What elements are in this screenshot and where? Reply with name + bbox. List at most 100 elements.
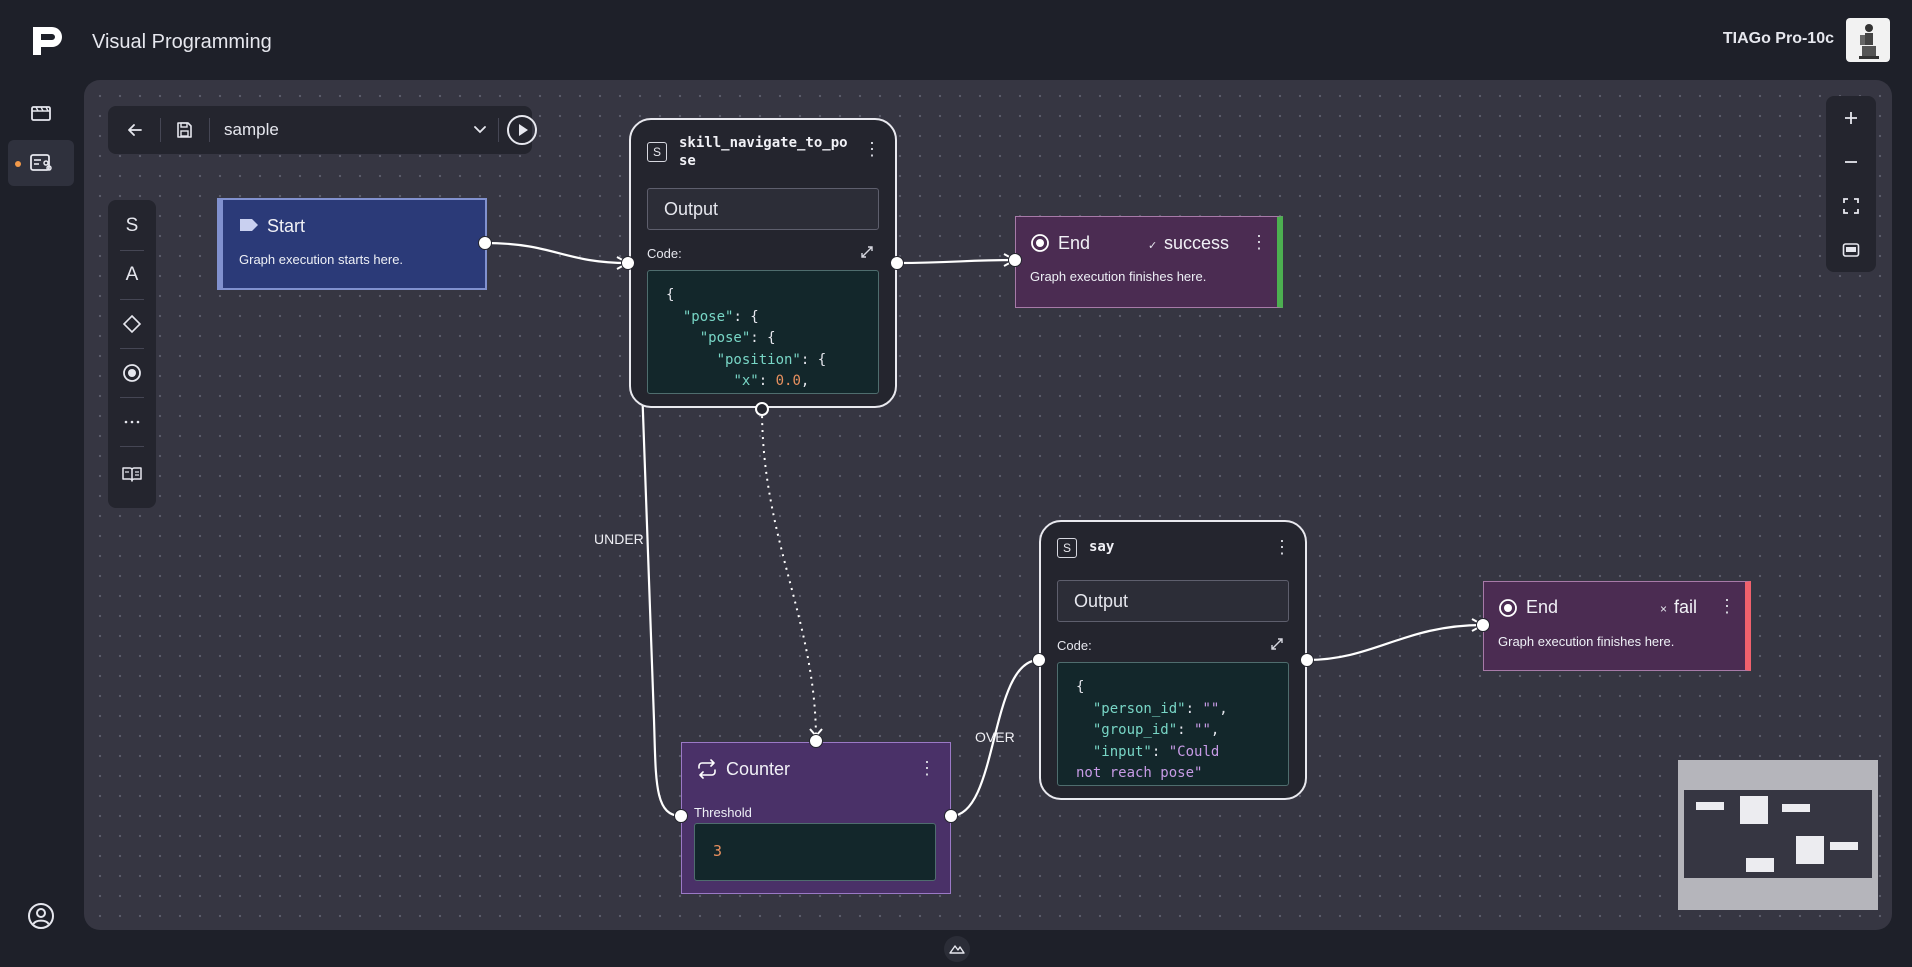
- skill-navigate-title: skill_navigate_to_po se: [679, 134, 848, 170]
- kebab-icon[interactable]: ⋮: [918, 758, 936, 778]
- start-node-title: Start: [267, 216, 306, 236]
- nav-item-visual-programming[interactable]: [8, 140, 74, 186]
- code-label: Code:: [1057, 638, 1092, 653]
- palette-skill[interactable]: S: [108, 202, 156, 250]
- graph-select[interactable]: sample: [224, 106, 474, 154]
- skill-say-node[interactable]: S say ⋮ Output Code: { "person_id": "", …: [1039, 520, 1307, 800]
- node-palette: S A: [108, 200, 156, 508]
- code-line: "position": {: [716, 351, 827, 368]
- end-fail-title: End: [1526, 597, 1559, 617]
- logo-icon[interactable]: [30, 24, 64, 58]
- robot-avatar[interactable]: [1846, 18, 1890, 62]
- minimap-node: [1696, 802, 1724, 810]
- expand-icon[interactable]: [1269, 636, 1285, 652]
- loop-icon: [698, 759, 716, 779]
- end-success-node[interactable]: End ✓ success ⋮ Graph execution finishes…: [1015, 216, 1283, 308]
- devtools-icon[interactable]: [944, 936, 970, 962]
- handle-navigate-out[interactable]: [890, 256, 904, 270]
- mountain-icon: [949, 945, 965, 954]
- kebab-icon[interactable]: ⋮: [1718, 596, 1736, 616]
- counter-node[interactable]: Counter ⋮ Threshold 3: [681, 742, 951, 894]
- handle-start-out[interactable]: [478, 236, 492, 250]
- output-label: Output: [664, 198, 719, 219]
- zoom-in-button[interactable]: [1826, 96, 1876, 140]
- kebab-icon[interactable]: ⋮: [863, 139, 881, 159]
- expand-icon[interactable]: [859, 244, 875, 260]
- handle-counter-top[interactable]: [809, 734, 823, 748]
- palette-action[interactable]: A: [108, 251, 156, 299]
- start-node[interactable]: Start Graph execution starts here.: [217, 198, 487, 290]
- code-editor[interactable]: { "pose": { "pose": { "position": { "x":…: [647, 270, 879, 394]
- zoom-out-button[interactable]: [1826, 140, 1876, 184]
- minimap[interactable]: [1678, 760, 1878, 910]
- palette-divider: [120, 446, 144, 447]
- play-icon: [507, 115, 537, 145]
- user-circle-icon[interactable]: [27, 902, 55, 930]
- skill-navigate-title-line1: skill_navigate_to_po: [679, 135, 848, 151]
- skill-navigate-node[interactable]: S skill_navigate_to_po se ⋮ Output Code:…: [629, 118, 897, 408]
- end-success-status: success: [1164, 233, 1230, 253]
- edge-start-to-navigate: [484, 241, 629, 265]
- zoom-in-icon: [1845, 112, 1857, 124]
- diamond-icon: [122, 314, 142, 334]
- minimap-node: [1746, 858, 1774, 872]
- fit-view-icon: [1843, 198, 1859, 214]
- handle-say-out[interactable]: [1300, 653, 1314, 667]
- palette-more[interactable]: [108, 398, 156, 446]
- more-icon: [124, 420, 140, 424]
- skill-navigate-title-line2: se: [679, 153, 696, 169]
- edge-dotted-to-counter: [761, 408, 817, 741]
- back-arrow-icon: [128, 124, 142, 136]
- code-line: {: [666, 287, 675, 303]
- code-editor[interactable]: { "person_id": "", "group_id": "", "inpu…: [1057, 662, 1289, 786]
- end-fail-description: Graph execution finishes here.: [1498, 634, 1675, 649]
- handle-navigate-bottom[interactable]: [755, 402, 769, 416]
- edge-label-over: OVER: [975, 729, 1015, 745]
- top-bar: Visual Programming TIAGo Pro-10c: [0, 0, 1912, 80]
- palette-condition[interactable]: [108, 300, 156, 348]
- threshold-input[interactable]: 3: [694, 823, 936, 881]
- left-nav: [0, 80, 80, 959]
- minimap-node: [1782, 804, 1810, 812]
- minimap-node: [1796, 836, 1824, 864]
- handle-navigate-in[interactable]: [621, 256, 635, 270]
- minimap-toggle-button[interactable]: [1826, 228, 1876, 272]
- end-success-title: End: [1058, 233, 1091, 253]
- palette-divider: [120, 299, 144, 300]
- palette-end[interactable]: [108, 349, 156, 397]
- graph-toolbar: sample: [108, 106, 537, 154]
- chevron-down-icon[interactable]: [470, 119, 490, 139]
- output-selector[interactable]: Output: [1057, 580, 1289, 622]
- end-fail-node[interactable]: End × fail ⋮ Graph execution finishes he…: [1483, 581, 1751, 671]
- film-icon: [31, 106, 51, 121]
- minimap-node: [1740, 796, 1768, 824]
- handle-counter-out[interactable]: [944, 809, 958, 823]
- toolbar-divider: [498, 118, 499, 142]
- output-selector[interactable]: Output: [647, 188, 879, 230]
- handle-end-fail-in[interactable]: [1476, 618, 1490, 632]
- kebab-icon[interactable]: ⋮: [1273, 537, 1291, 557]
- edge-say-to-end-fail: [1306, 623, 1484, 662]
- fit-view-button[interactable]: [1826, 184, 1876, 228]
- output-label: Output: [1074, 590, 1129, 611]
- edge-navigate-to-end-success: [896, 258, 1016, 265]
- handle-counter-in[interactable]: [674, 809, 688, 823]
- graph-canvas[interactable]: sample S A: [84, 80, 1892, 930]
- active-indicator-dot: [15, 161, 21, 167]
- nav-item-recordings[interactable]: [8, 90, 74, 136]
- handle-say-in[interactable]: [1032, 653, 1046, 667]
- run-button[interactable]: [506, 114, 538, 146]
- save-button[interactable]: [171, 117, 197, 143]
- minimap-node: [1830, 842, 1858, 850]
- palette-divider: [120, 348, 144, 349]
- cross-icon: ×: [1660, 602, 1668, 616]
- handle-end-success-in[interactable]: [1008, 253, 1022, 267]
- back-button[interactable]: [122, 117, 148, 143]
- palette-docs[interactable]: [108, 450, 156, 498]
- code-line: {: [1076, 679, 1085, 695]
- skill-badge: S: [1057, 538, 1077, 558]
- save-icon: [177, 122, 192, 138]
- kebab-icon[interactable]: ⋮: [1250, 232, 1268, 252]
- code-line: "x": 0.0,: [733, 373, 810, 389]
- zoom-controls: [1826, 96, 1876, 272]
